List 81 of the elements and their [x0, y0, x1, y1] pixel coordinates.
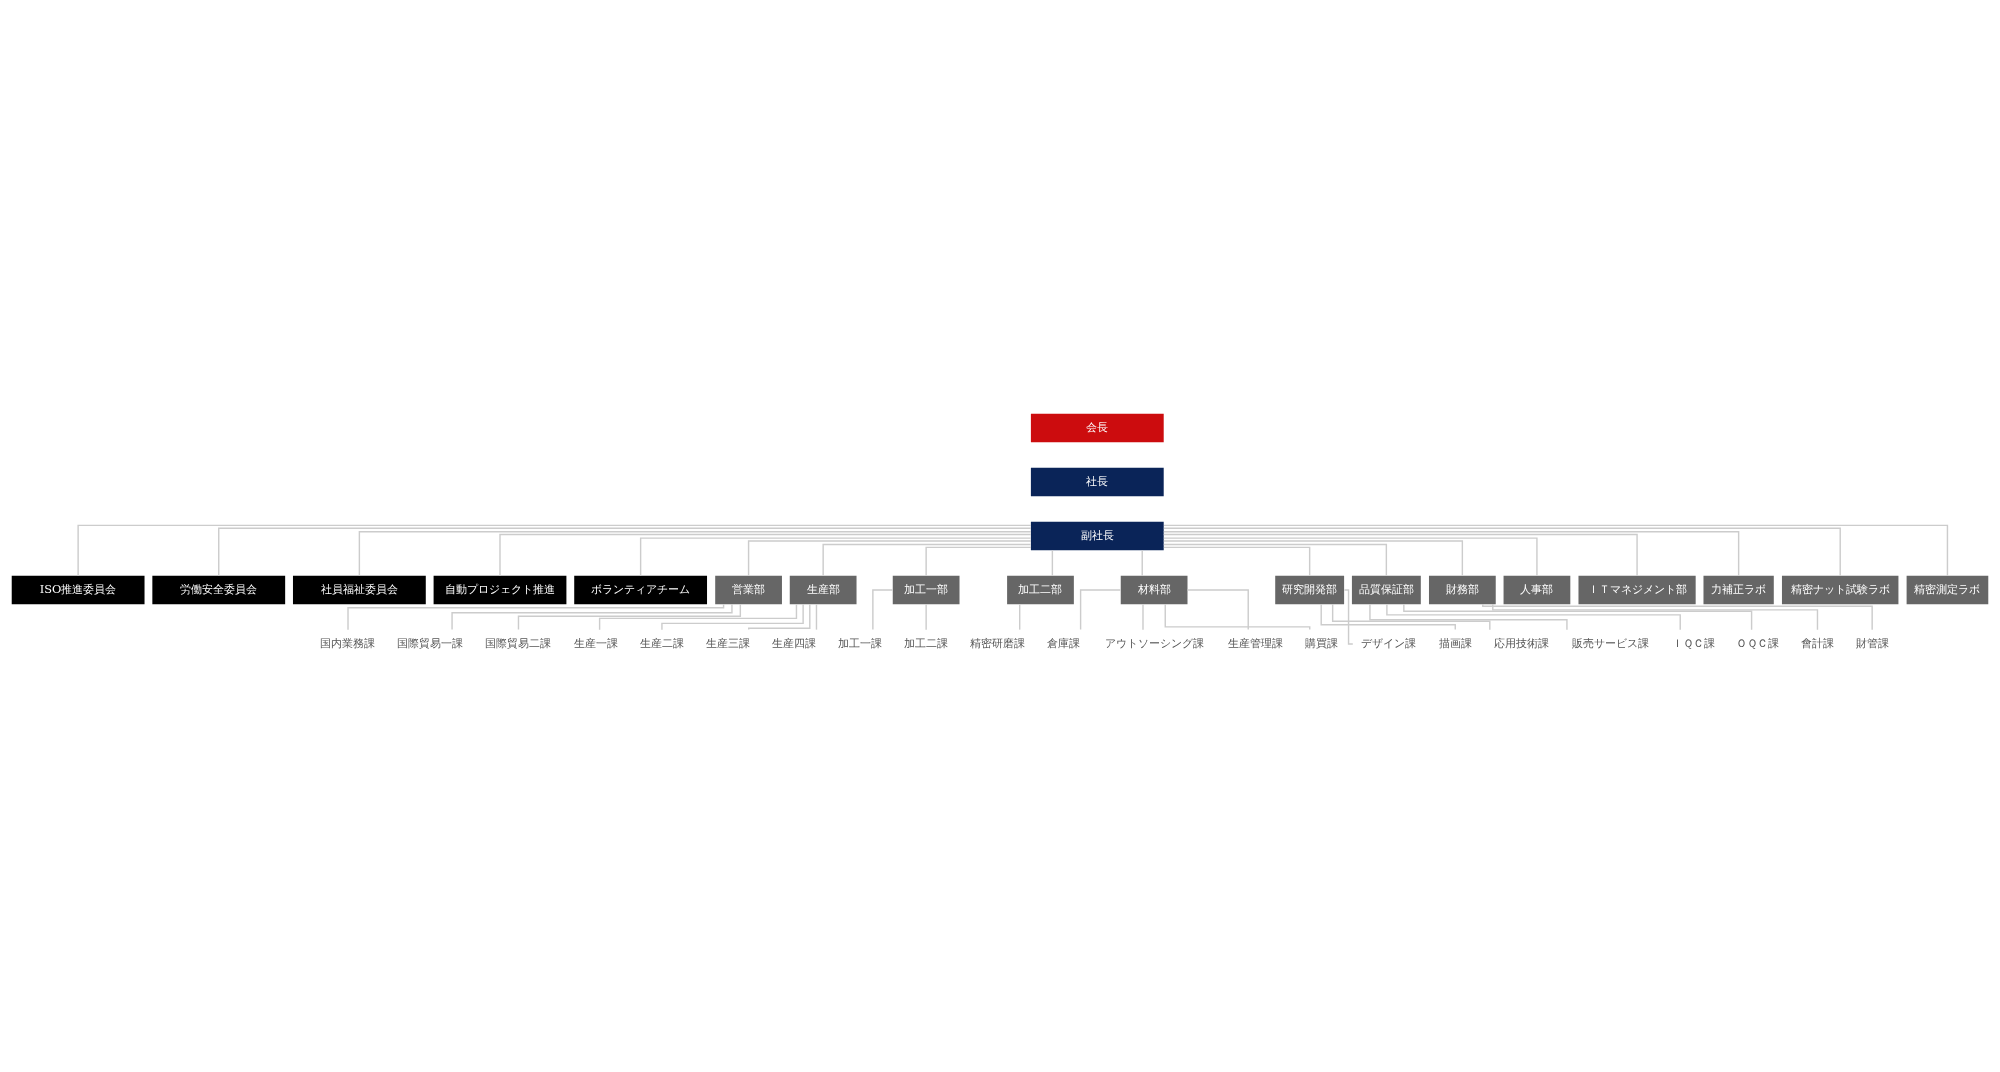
connector: [1403, 603, 1753, 631]
node-text: 生産管理課: [1228, 635, 1284, 650]
node-text: 国際貿易一課: [397, 635, 464, 650]
node-text: 国際貿易二課: [485, 635, 552, 650]
node-box: 会長: [1030, 413, 1164, 443]
connector: [1163, 546, 1311, 577]
connector: [517, 603, 742, 631]
connector: [1163, 533, 1638, 577]
connector: [1019, 603, 1021, 631]
node-text: 生産二課: [639, 635, 684, 650]
node-text: ＩＱＣ課: [1671, 635, 1715, 650]
node-box: 社員福祉委員会: [292, 575, 426, 605]
node-box: 副社長: [1030, 521, 1164, 551]
connector: [1186, 589, 1249, 631]
node-box: 精密ナット試験ラボ: [1781, 575, 1899, 605]
connector: [1331, 603, 1491, 631]
node-box: 自動プロジェクト推進: [433, 575, 567, 605]
node-text: 財管課: [1855, 635, 1889, 650]
connector: [1163, 527, 1841, 577]
node-box: ISO推進委員会: [11, 575, 145, 605]
connector: [1163, 540, 1464, 577]
connector: [925, 603, 927, 631]
connector: [1369, 603, 1568, 631]
node-text: 販売サービス課: [1571, 635, 1649, 650]
connector: [1079, 589, 1122, 631]
node-box: 加工二部: [1007, 575, 1074, 605]
connector: [661, 603, 804, 631]
node-text: 生産四課: [772, 635, 817, 650]
node-text: 描画課: [1438, 635, 1472, 650]
node-text: 購買課: [1305, 635, 1339, 650]
node-text: 国内業務課: [320, 635, 376, 650]
connector: [1163, 543, 1388, 577]
node-box: ＩＴマネジメント部: [1578, 575, 1696, 605]
node-text: ＯＱＣ課: [1736, 635, 1780, 650]
node-text: 応用技術課: [1493, 635, 1549, 650]
connector: [1163, 524, 1949, 577]
node-text: 加工二課: [904, 635, 949, 650]
connector: [639, 537, 1032, 577]
node-box: 労働安全委員会: [152, 575, 286, 605]
node-text: 加工一課: [838, 635, 883, 650]
node-box: ボランティアチーム: [574, 575, 708, 605]
node-box: 精密測定ラボ: [1906, 575, 1989, 605]
connector: [1051, 549, 1054, 577]
node-box: 研究開発部: [1275, 575, 1345, 605]
node-box: 材料部: [1120, 575, 1188, 605]
node-box: 加工一部: [892, 575, 960, 605]
node-box: 生産部: [789, 575, 857, 605]
connector: [1141, 549, 1143, 577]
connector: [1163, 537, 1538, 577]
connector: [1142, 603, 1144, 631]
connector: [1163, 531, 1740, 577]
connector: [598, 603, 798, 631]
connector: [358, 531, 1032, 577]
connector: [872, 589, 894, 631]
connector: [815, 603, 818, 631]
node-text: 倉庫課: [1047, 635, 1081, 650]
connector: [1492, 603, 1819, 631]
node-box: 社長: [1030, 467, 1164, 497]
node-text: 精密研磨課: [970, 635, 1026, 650]
connector: [499, 533, 1032, 577]
connector: [822, 543, 1032, 577]
connector: [748, 603, 811, 631]
node-text: 生産三課: [705, 635, 750, 650]
node-box: 力補正ラボ: [1703, 575, 1774, 605]
connector: [1164, 603, 1311, 631]
node-text: デザイン課: [1360, 635, 1416, 650]
node-text: アウトソーシング課: [1104, 635, 1204, 650]
connector: [1343, 589, 1354, 645]
node-box: 人事部: [1503, 575, 1571, 605]
connector: [747, 540, 1032, 577]
connector: [1386, 603, 1681, 631]
connector: [925, 546, 1032, 577]
connector: [218, 527, 1032, 577]
node-box: 営業部: [715, 575, 782, 605]
connector: [451, 603, 733, 631]
connector: [1320, 603, 1456, 631]
connector: [77, 524, 1032, 577]
node-text: 生産一課: [573, 635, 618, 650]
node-box: 品質保証部: [1351, 575, 1421, 605]
node-box: 財務部: [1429, 575, 1496, 605]
node-text: 會計課: [1800, 635, 1834, 650]
